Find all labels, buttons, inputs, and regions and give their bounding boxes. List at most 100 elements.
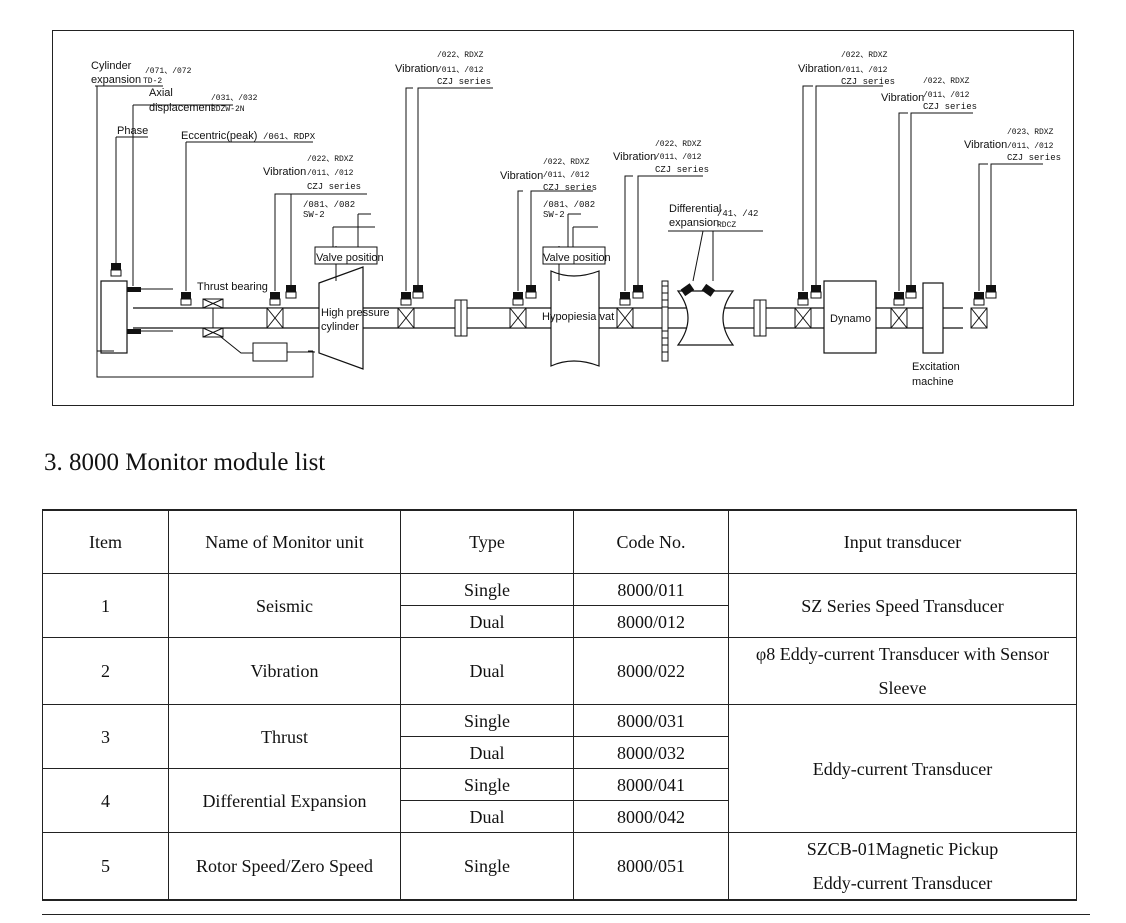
vibration-probe-group-3 [509,190,593,329]
svg-text:/022、RDXZ: /022、RDXZ [841,51,888,60]
excitation-label-2: machine [912,376,954,388]
thrust-bearing-label: Thrust bearing [197,281,268,293]
cell-name: Rotor Speed/Zero Speed [168,832,401,901]
table-row: 1 Seismic Single 8000/011 SZ Series Spee… [42,573,1077,638]
table-row: Dual 8000/012 [43,605,1077,638]
svg-text:Vibration: Vibration [964,139,1007,151]
shaft-end-block [100,280,128,354]
cell-type: Single [400,768,574,801]
axial-displacement-label-1: Axial [149,87,173,99]
svg-text:Vibration: Vibration [395,63,438,75]
cell-type: Dual [400,736,574,769]
header-code: Code No. [573,509,729,574]
cell-name: Vibration [168,637,401,705]
valve-position-2: Valve position /081、/082 SW-2 [542,200,611,281]
transducer-line-2: Eddy-current Transducer [812,872,993,893]
svg-text:/011、/012: /011、/012 [923,91,970,100]
svg-text:CZJ series: CZJ series [655,165,709,175]
excitation-label-1: Excitation [912,361,960,373]
svg-text:/011、/012: /011、/012 [307,169,354,178]
vibration-probe-group-2 [397,87,493,329]
table-row: 5 Rotor Speed/Zero Speed Single 8000/051… [42,832,1077,901]
cell-name: Thrust [168,704,401,769]
svg-text:/011、/012: /011、/012 [543,171,590,180]
cell-transducer: φ8 Eddy-current Transducer with Sensor S… [728,637,1077,705]
svg-text:/011、/012: /011、/012 [841,66,888,75]
svg-text:/022、RDXZ: /022、RDXZ [923,77,970,86]
transducer-line-1: φ8 Eddy-current Transducer with Sensor [755,644,1050,664]
cell-type: Dual [400,637,574,705]
vibration-label-5: /022、RDXZ Vibration /011、/012 CZJ series [798,51,895,87]
svg-text:/011、/012: /011、/012 [655,153,702,162]
excitation-machine [922,282,944,354]
table-row: Dual 8000/032 [43,736,1077,769]
cell-code: 8000/022 [573,637,729,705]
monitor-module-table: Item Name of Monitor unit Type Code No. … [42,509,1077,901]
hp-cylinder-label-2: cylinder [321,321,359,333]
table-row: 3 Thrust Single 8000/031 Eddy-current Tr… [42,704,1077,833]
diagram-svg: Thrust bearing [91,51,1061,388]
svg-text:/061、RDPX: /061、RDPX [263,132,316,142]
svg-text:/022、RDXZ: /022、RDXZ [655,140,702,149]
eccentric-label: Eccentric(peak) [181,130,257,142]
axial-sensor-box [252,342,288,362]
high-pressure-cylinder [318,266,364,370]
probe-mark [127,329,141,334]
cell-name: Seismic [168,573,401,638]
cylinder-expansion-label-1: Cylinder [91,60,132,72]
vibration-label-4: /022、RDXZ Vibration /011、/012 CZJ series [613,140,709,175]
svg-text:/081、/082: /081、/082 [543,200,595,210]
svg-text:/011、/012: /011、/012 [1007,142,1054,151]
cell-item: 1 [42,573,169,638]
svg-text:/023、RDXZ: /023、RDXZ [1007,128,1054,137]
phase-probe [110,262,122,277]
cell-type: Single [400,832,574,901]
cell-type: Dual [400,605,574,638]
turbine-monitoring-diagram: Thrust bearing [52,30,1074,406]
vibration-probe-group-4 [616,175,703,329]
transducer-line-1: SZCB-01Magnetic Pickup [806,838,999,859]
eccentric-probe [180,291,192,306]
cell-item: 2 [42,637,169,705]
cell-code: 8000/041 [573,768,729,801]
svg-text:CZJ series: CZJ series [1007,153,1061,163]
diff-expansion-label-1: Differential [669,203,721,215]
header-item: Item [42,509,169,574]
cell-item: 5 [42,832,169,901]
cell-transducer: SZCB-01Magnetic Pickup Eddy-current Tran… [728,832,1077,901]
valve-position-1: Valve position /081、/082 SW-2 [303,200,384,281]
header-name: Name of Monitor unit [168,509,401,574]
svg-text:CZJ series: CZJ series [307,182,361,192]
svg-text:/031、/032: /031、/032 [211,94,258,103]
vibration-label-2: /022、RDXZ Vibration /011、/012 CZJ series [395,51,491,87]
diff-expansion-label-2: expansion [669,217,719,229]
dynamo-label: Dynamo [830,313,871,325]
svg-text:/41、/42: /41、/42 [717,209,758,219]
table-row: Dual 8000/042 [43,800,1077,833]
differential-expansion-disc [661,230,763,362]
svg-text:CZJ series: CZJ series [437,77,491,87]
cell-code: 8000/051 [573,832,729,901]
valve-position-label: Valve position [543,252,611,264]
table-header-row: Item Name of Monitor unit Type Code No. … [42,509,1077,574]
table-row: 4 Differential Expansion Single 8000/041 [42,768,1077,833]
svg-text:RDZW-2N: RDZW-2N [211,105,245,114]
header-transducer: Input transducer [728,509,1077,574]
phase-label: Phase [117,125,148,137]
probe-mark [127,287,141,292]
svg-text:/022、RDXZ: /022、RDXZ [543,158,590,167]
svg-text:/071、/072: /071、/072 [145,67,192,76]
bottom-rule [42,914,1090,915]
svg-text:Vibration: Vibration [798,63,841,75]
cylinder-expansion-label-2: expansion [91,74,141,86]
header-type: Type [400,509,574,574]
svg-text:SW-2: SW-2 [303,210,325,220]
svg-text:CZJ series: CZJ series [543,183,597,193]
cell-code: 8000/011 [573,573,729,606]
svg-text:RDCZ: RDCZ [717,221,736,230]
vibration-probe-group-7 [970,163,1043,329]
cell-code: 8000/042 [573,800,729,833]
svg-text:TD-2: TD-2 [143,77,162,86]
vibration-probe-group-5 [794,85,883,329]
svg-text:/081、/082: /081、/082 [303,200,355,210]
